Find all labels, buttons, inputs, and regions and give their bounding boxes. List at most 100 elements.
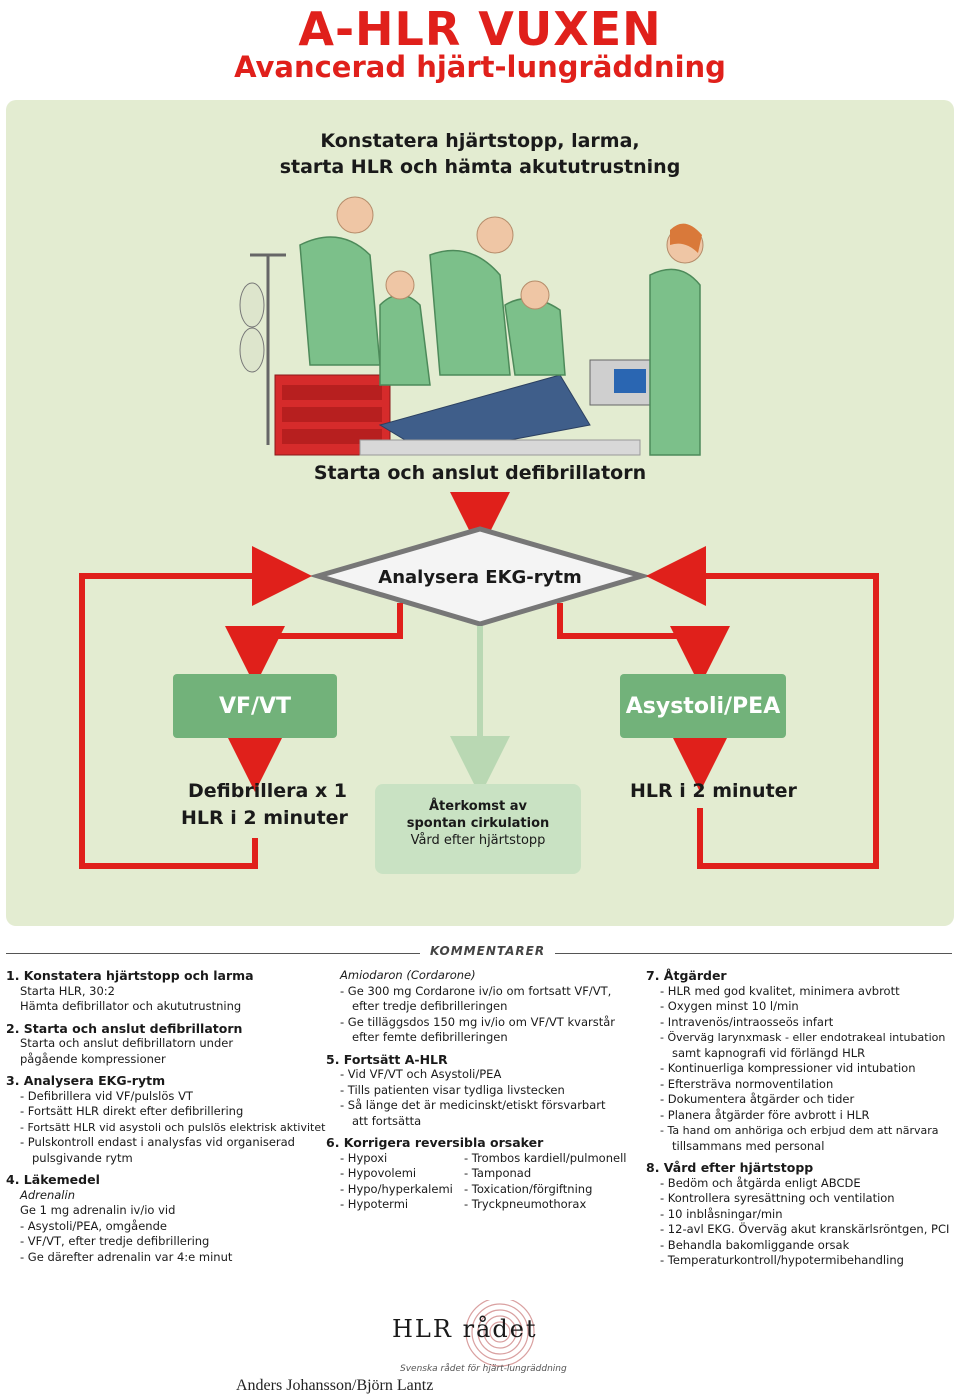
section-4-line: - Asystoli/PEA, omgående bbox=[20, 1218, 167, 1233]
iv-bag-icon bbox=[239, 282, 265, 328]
red-hair bbox=[670, 223, 702, 253]
comments-column-1: 1. Konstatera hjärtstopp och larma Start… bbox=[6, 968, 326, 1265]
staff-member-5 bbox=[649, 268, 701, 456]
section-6-title: 6. Korrigera reversibla orsaker bbox=[326, 1135, 544, 1150]
arrow-to-asystoli bbox=[557, 603, 730, 686]
section-8-line: - 12-avl EKG. Överväg akut kranskärlsrön… bbox=[660, 1222, 950, 1236]
cause-item: - Hypoxi bbox=[340, 1150, 388, 1165]
asystoli-action-hlr: HLR i 2 minuter bbox=[630, 780, 797, 802]
cause-item: - Trombos kardiell/pulmonell bbox=[464, 1150, 627, 1165]
section-2-title: 2. Starta och anslut defibrillatorn bbox=[6, 1020, 243, 1036]
head-4 bbox=[520, 280, 550, 310]
section-5-line: - Tills patienten visar tydliga livsteck… bbox=[340, 1082, 565, 1097]
section-8-line: - 10 inblåsningar/min bbox=[660, 1206, 783, 1221]
rosc-line1: Återkomst av bbox=[428, 799, 527, 814]
staff-member-3 bbox=[429, 249, 511, 376]
rosc-line2: spontan cirkulation bbox=[406, 816, 550, 831]
step-attach-defibrillator: Starta och anslut defibrillatorn bbox=[313, 462, 647, 484]
head-3 bbox=[476, 216, 514, 254]
head-1 bbox=[336, 196, 374, 234]
hlr-radet-logo bbox=[465, 1300, 535, 1367]
section-7-line: - HLR med god kvalitet, minimera avbrott bbox=[660, 983, 900, 998]
amiodarone-line: - Ge tilläggsdos 150 mg iv/io om VF/VT k… bbox=[340, 1014, 616, 1029]
section-8-line: - Kontrollera syresättning och ventilati… bbox=[660, 1191, 895, 1205]
logo-rings bbox=[465, 1300, 535, 1367]
staff-group bbox=[299, 236, 701, 456]
loop-left bbox=[79, 546, 312, 869]
analyze-diamond bbox=[309, 526, 651, 627]
amiodarone-line: efter tredje defibrilleringen bbox=[352, 999, 508, 1013]
section-7-line: - Eftersträva normoventilation bbox=[660, 1076, 834, 1091]
staff-member-1 bbox=[299, 236, 381, 366]
vfvt-action-defibrillate: Defibrillera x 1 bbox=[188, 780, 348, 802]
section-7-line: - Oxygen minst 10 l/min bbox=[660, 999, 799, 1013]
logo-text: HLR rådet bbox=[392, 1315, 538, 1343]
page-subtitle: Avancerad hjärt-lungräddning bbox=[234, 50, 726, 84]
section-4-subtitle: Adrenalin bbox=[20, 1187, 75, 1202]
section-5-line: att fortsätta bbox=[352, 1113, 422, 1128]
amiodarone-title: Amiodaron (Cordarone) bbox=[340, 968, 476, 982]
defibrillator-screen bbox=[614, 369, 646, 393]
section-5-line: - Vid VF/VT och Asystoli/PEA bbox=[340, 1067, 502, 1081]
section-4-title: 4. Läkemedel bbox=[6, 1172, 100, 1187]
rosc-box: Återkomst av spontan cirkulation Vård ef… bbox=[375, 784, 581, 874]
amiodarone-line: - Ge 300 mg Cordarone iv/io om fortsatt … bbox=[340, 983, 612, 998]
section-4-line: Ge 1 mg adrenalin iv/io vid bbox=[20, 1203, 176, 1217]
credits: Anders Johansson/Björn Lantz bbox=[236, 1377, 434, 1394]
section-7-line: - Dokumentera åtgärder och tider bbox=[660, 1092, 855, 1106]
section-7-line: tillsammans med personal bbox=[672, 1138, 825, 1153]
cause-item: - Tamponad bbox=[464, 1166, 532, 1180]
section-7-line: - Ta hand om anhöriga och erbjud dem att… bbox=[660, 1124, 939, 1137]
cause-row: - Hypovolemi- Tamponad bbox=[326, 1166, 636, 1182]
cause-item: - Tryckpneumothorax bbox=[464, 1197, 587, 1211]
logo-tagline: Svenska rådet för hjärt-lungräddning bbox=[400, 1364, 567, 1374]
stretcher bbox=[359, 439, 641, 456]
section-7-line: - Intravenös/intraosseös infart bbox=[660, 1014, 834, 1029]
section-7-line: - Kontinuerliga kompressioner vid intuba… bbox=[660, 1061, 916, 1075]
amiodarone-line: efter femte defibrilleringen bbox=[352, 1030, 508, 1044]
section-8-line: - Behandla bakomliggande orsak bbox=[660, 1237, 850, 1252]
section-4-line: - VF/VT, efter tredje defibrillering bbox=[20, 1234, 210, 1248]
step-recognize-heading: Konstatera hjärtstopp, larma, starta HLR… bbox=[250, 128, 710, 180]
ambu-bag-icon bbox=[239, 327, 265, 373]
section-8-line: - Temperaturkontroll/hypotermibehandling bbox=[660, 1253, 904, 1267]
comments-column-3: 7. Åtgärder - HLR med god kvalitet, mini… bbox=[646, 968, 956, 1269]
section-7-title: 7. Åtgärder bbox=[646, 968, 727, 983]
cause-item: - Hypo/hyperkalemi bbox=[340, 1181, 453, 1196]
section-2-line: pågående kompressioner bbox=[20, 1051, 166, 1066]
section-3-title: 3. Analysera EKG-rytm bbox=[6, 1073, 166, 1088]
rosc-line3: Vård efter hjärtstopp bbox=[410, 833, 546, 848]
step-recognize-line2: starta HLR och hämta akututrustning bbox=[279, 156, 681, 178]
cause-item: - Toxication/förgiftning bbox=[464, 1181, 593, 1196]
analyze-label: Analysera EKG-rytm bbox=[378, 567, 581, 588]
comments-column-2: Amiodaron (Cordarone) - Ge 300 mg Cordar… bbox=[326, 968, 636, 1213]
step-recognize-line1: Konstatera hjärtstopp, larma, bbox=[320, 130, 640, 152]
section-2-line: Starta och anslut defibrillatorn under bbox=[20, 1036, 234, 1050]
section-8-title: 8. Vård efter hjärtstopp bbox=[646, 1160, 814, 1175]
section-3-line: - Pulskontroll endast i analysfas vid or… bbox=[20, 1135, 295, 1149]
cart-drawer-1 bbox=[282, 385, 382, 400]
asystoli-pea-box: Asystoli/PEA bbox=[620, 674, 786, 738]
section-3-line: pulsgivande rytm bbox=[32, 1150, 133, 1165]
section-7-line: - Planera åtgärder före avbrott i HLR bbox=[660, 1107, 870, 1122]
section-3-line: - Defibrillera vid VF/pulslös VT bbox=[20, 1088, 193, 1103]
cause-item: - Hypotermi bbox=[340, 1197, 409, 1211]
head-2 bbox=[385, 270, 415, 300]
flowchart-arrows: Analysera EKG-rytm bbox=[79, 492, 879, 869]
page-title: A-HLR VUXEN bbox=[298, 2, 662, 56]
section-5-line: - Så länge det är medicinskt/etiskt förs… bbox=[340, 1098, 606, 1112]
section-7-line: samt kapnografi vid förlängd HLR bbox=[672, 1045, 866, 1060]
arrow-to-vfvt bbox=[225, 603, 403, 686]
cause-row: - Hypo/hyperkalemi - Toxication/förgiftni… bbox=[326, 1182, 636, 1198]
comments-label: KOMMENTARER bbox=[420, 944, 556, 958]
cart-drawer-3 bbox=[282, 429, 382, 444]
section-4-line: - Ge därefter adrenalin var 4:e minut bbox=[20, 1249, 233, 1264]
section-3-line: - Fortsätt HLR vid asystoli och pulslös … bbox=[20, 1120, 326, 1134]
cause-row: - Hypoxi - Trombos kardiell/pulmonell bbox=[326, 1151, 636, 1167]
loop-right bbox=[646, 546, 879, 869]
section-5-title: 5. Fortsätt A-HLR bbox=[326, 1051, 448, 1067]
vfvt-action-hlr: HLR i 2 minuter bbox=[181, 807, 348, 829]
section-1-line: Hämta defibrillator och akututrustning bbox=[20, 999, 242, 1013]
section-3-line: - Fortsätt HLR direkt efter defibrilleri… bbox=[20, 1104, 244, 1118]
section-7-line: - Överväg larynxmask - eller endotrakeal… bbox=[660, 1031, 946, 1044]
